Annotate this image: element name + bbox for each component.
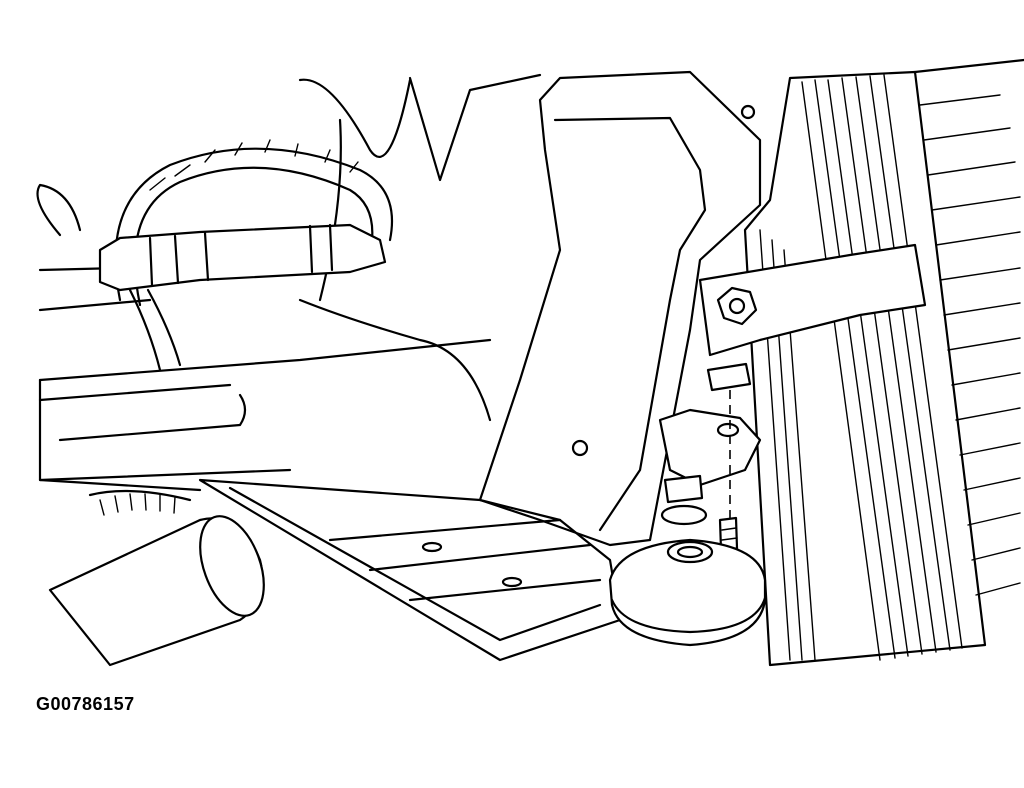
nut [706,362,752,392]
ribbed-panel [743,58,1024,667]
upper-bushing [658,408,762,487]
spacer [663,474,704,504]
frame-rail [38,338,492,492]
cylinder-part [48,489,265,667]
washer [660,504,708,526]
bolt-head [716,286,758,326]
hose-assembly [98,139,394,372]
panel-slats [919,94,1021,596]
figure-code: G00786157 [36,694,135,714]
main-bracket [478,70,762,547]
mount-pad [608,538,767,647]
mount-bracket [698,243,927,357]
floor-pan [198,478,622,662]
